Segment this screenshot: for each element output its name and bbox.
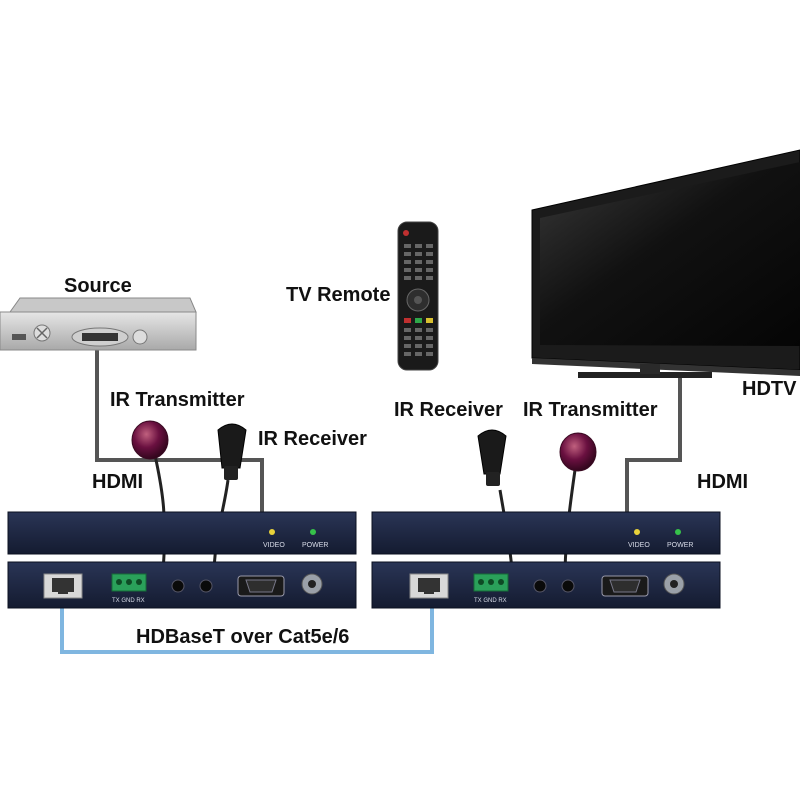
rj45-port-left [43,573,83,599]
terminal-label-left: TX GND RX [112,598,145,604]
power-jack-left [301,573,323,595]
ir-transmitter-left [131,420,169,460]
source-device [0,297,197,351]
hdmi-label-left: HDMI [92,471,143,493]
ir-receiver-right [477,429,507,486]
hdmi-port-right [601,575,649,597]
receiver-unit-front: VIDEO POWER [371,511,721,555]
ir-jack-1-right [533,579,547,593]
source-label: Source [64,275,132,297]
tv-remote-label: TV Remote [286,284,390,306]
ir-transmitter-label-left: IR Transmitter [110,389,245,411]
transmitter-unit-front: VIDEO POWER [7,511,357,555]
power-jack-right [663,573,685,595]
ir-terminal-left: TX GND RX [111,573,147,604]
hdtv-label: HDTV [742,378,797,400]
ir-receiver-label-left: IR Receiver [258,428,367,450]
ir-receiver-left [217,423,247,480]
ir-transmitter-label-right: IR Transmitter [523,399,658,421]
hdmi-wire-right [625,372,682,512]
receiver-unit-rear: TX GND RX [371,561,721,609]
ir-transmitter-right [559,432,597,472]
ir-receiver-label-right: IR Receiver [394,399,503,421]
hdmi-wire-left [95,350,264,512]
rj45-port-right [409,573,449,599]
tv-remote [397,221,439,371]
video-label-right: VIDEO [628,542,650,549]
hdbaset-cable [60,598,434,654]
ir-jack-2-left [199,579,213,593]
transmitter-unit-rear: TX GND RX [7,561,357,609]
power-label-left: POWER [302,542,328,549]
hdbaset-cable-label: HDBaseT over Cat5e/6 [136,626,349,648]
ir-jack-2-right [561,579,575,593]
video-label-left: VIDEO [263,542,285,549]
hdmi-port-left [237,575,285,597]
ir-jack-1-left [171,579,185,593]
power-label-right: POWER [667,542,693,549]
ir-terminal-right: TX GND RX [473,573,509,604]
hdtv-device [531,149,800,378]
terminal-label-right: TX GND RX [474,598,507,604]
hdmi-label-right: HDMI [697,471,748,493]
